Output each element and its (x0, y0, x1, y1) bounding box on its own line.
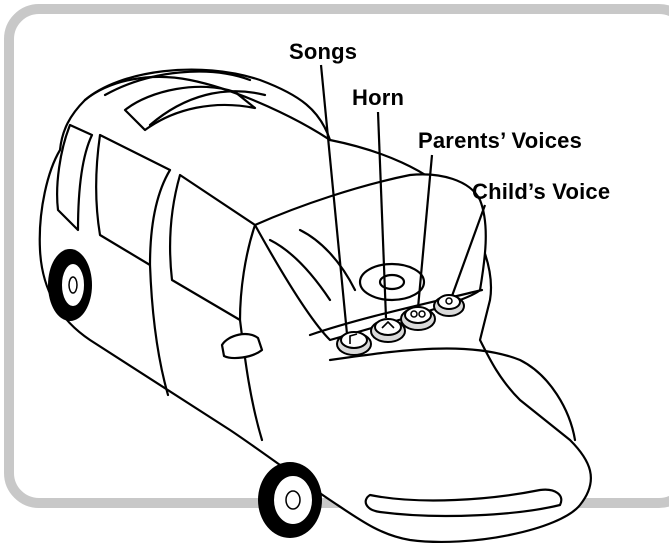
song-button-icon (337, 332, 371, 355)
front-wheel (258, 462, 322, 538)
horn-button-icon (371, 319, 405, 342)
horn-label: Horn (352, 87, 404, 109)
songs-label: Songs (289, 41, 357, 63)
rear-wheel (48, 249, 92, 321)
child-voice-button-icon (434, 295, 464, 316)
child-voice-label: Child’s Voice (472, 181, 610, 203)
side-mirror (222, 334, 262, 358)
parents-voice-button-icon (401, 307, 435, 330)
parents-voices-label: Parents’ Voices (418, 130, 582, 152)
